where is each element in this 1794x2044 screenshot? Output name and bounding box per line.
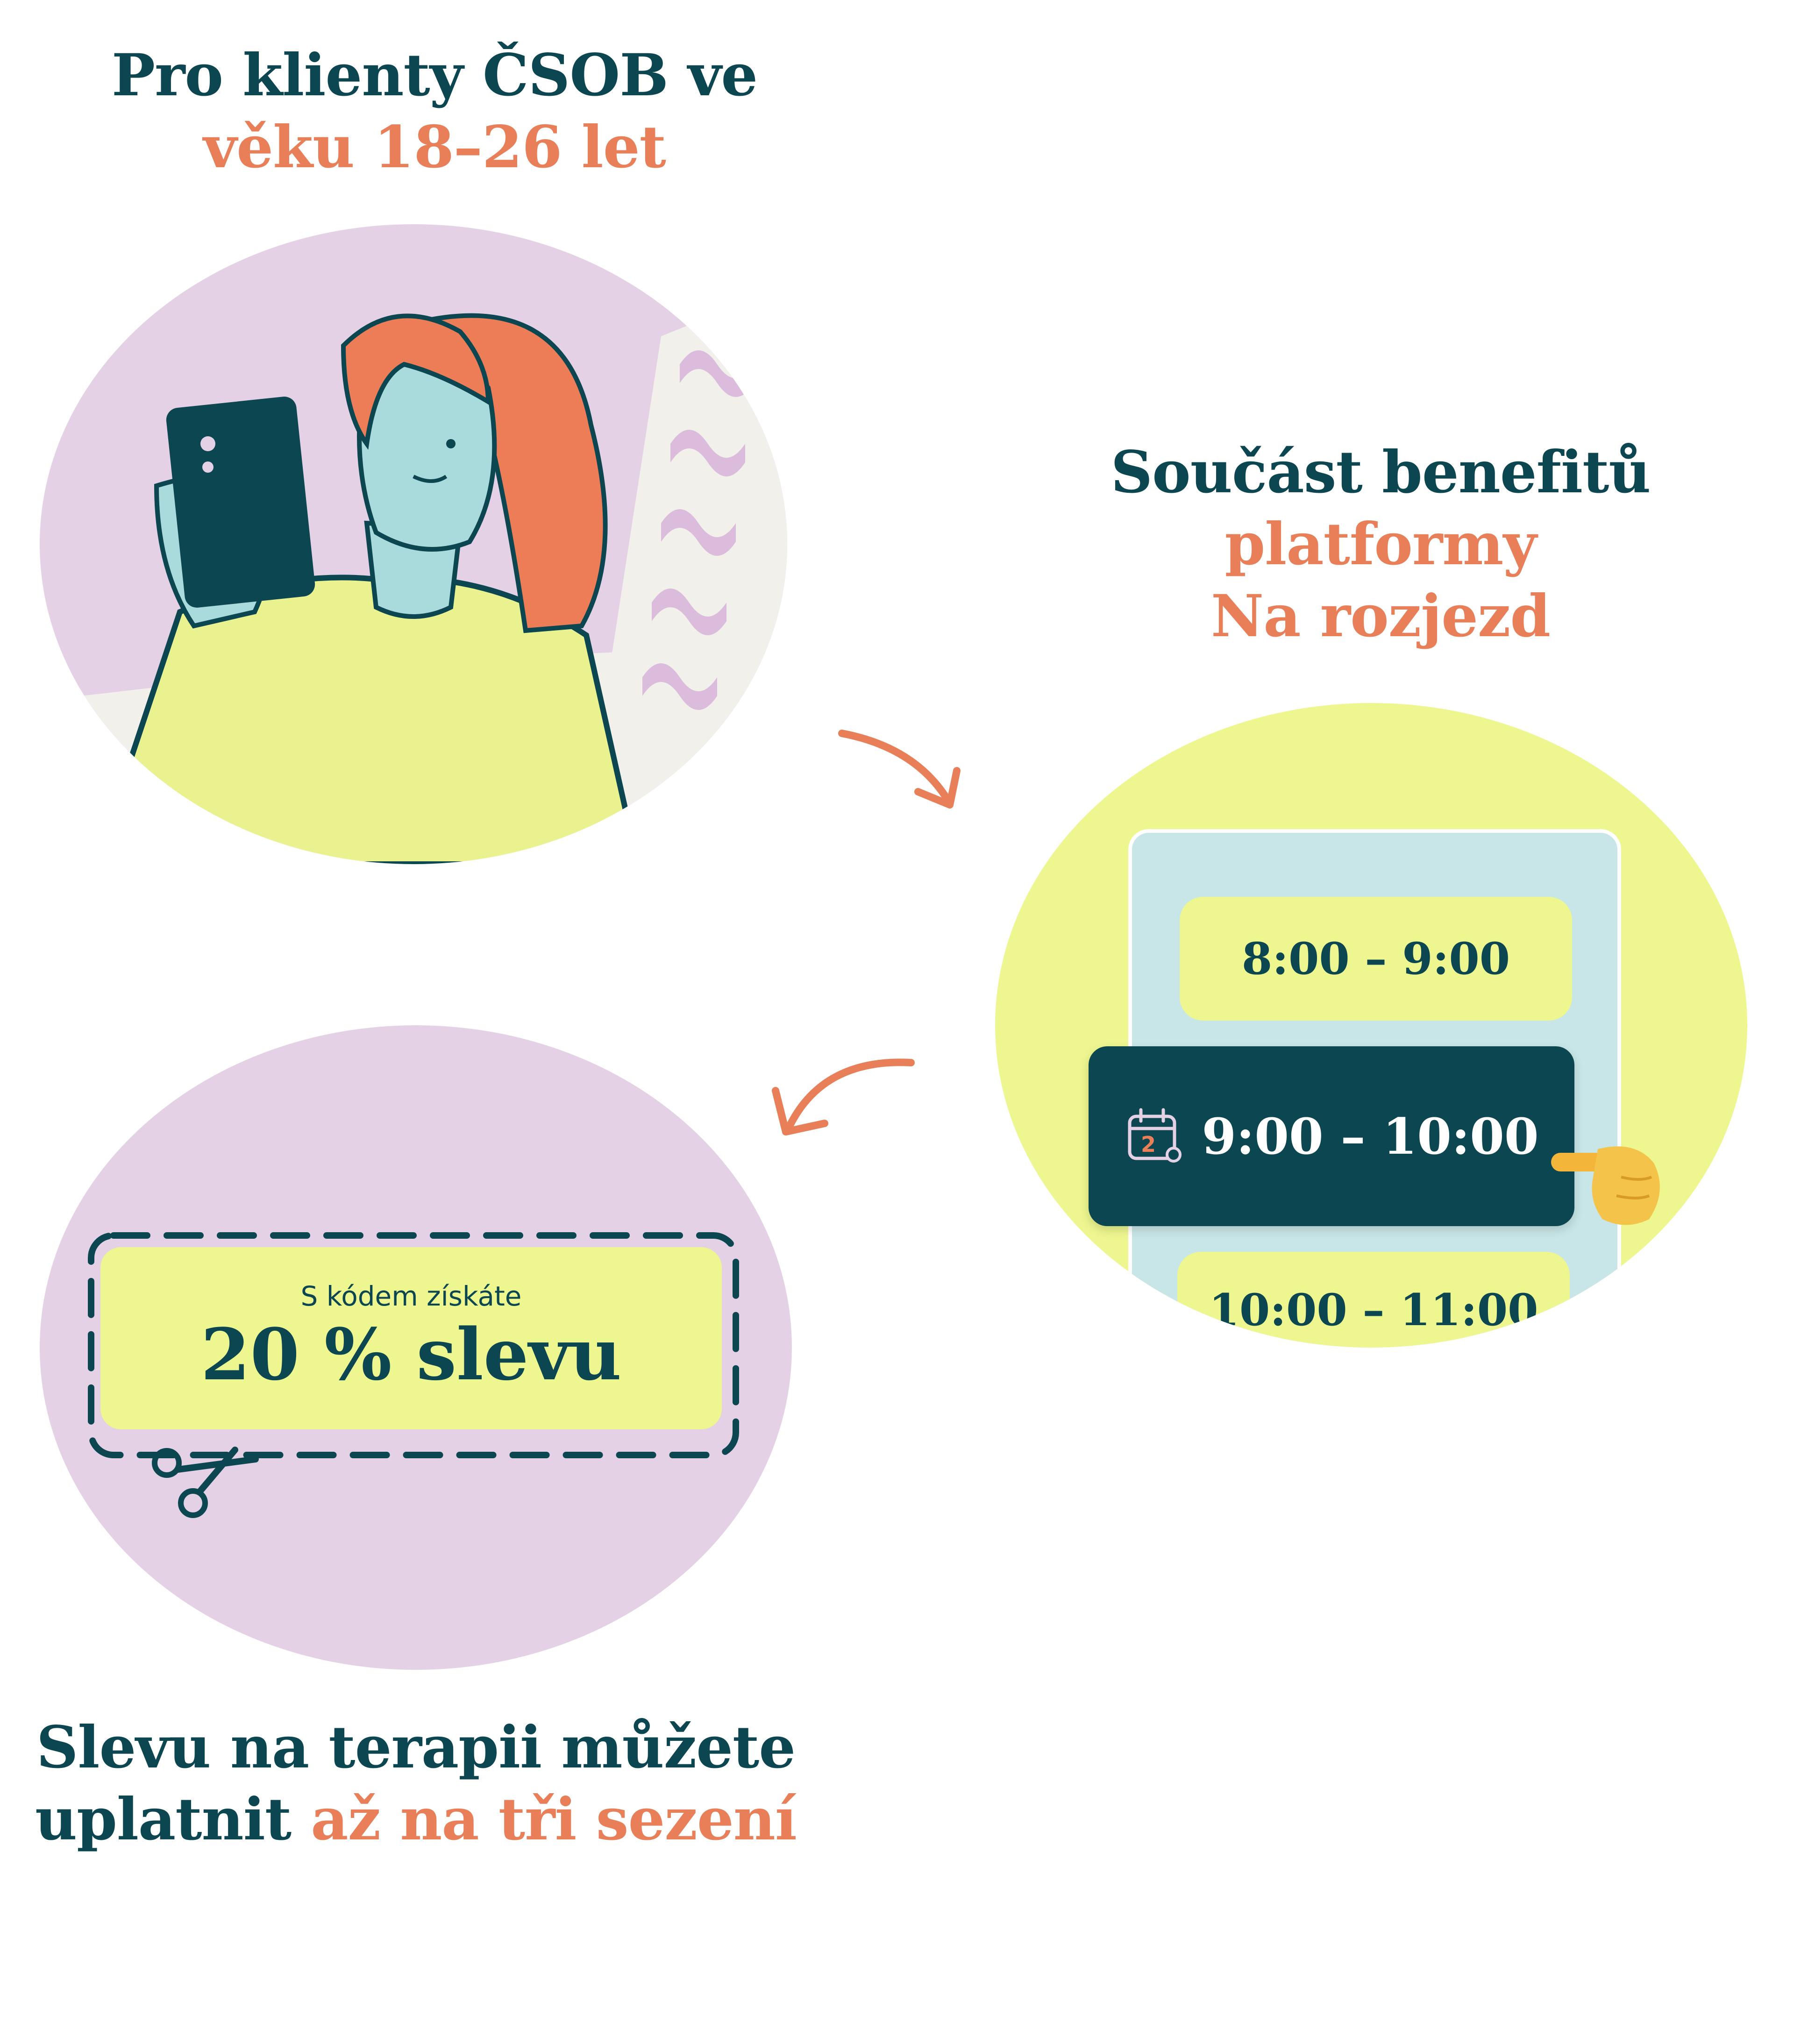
illustration-woman-with-phone: [40, 224, 787, 864]
time-slot-3-label: 10:00 – 11:00: [1209, 1285, 1538, 1336]
coupon-cut-line: [88, 1232, 739, 1458]
arrow-right-down-icon: [838, 730, 961, 809]
heading-benefits-line3: Na rozjezd: [1210, 582, 1551, 650]
coupon-caption: S kódem získáte: [300, 1280, 522, 1312]
heading-csob-line1: Pro klienty ČSOB ve: [111, 42, 758, 109]
scissors-icon: [152, 1447, 259, 1518]
heading-three-sessions: Slevu na terapii můžete uplatnit až na t…: [19, 1712, 813, 1856]
coupon-value: 20 % slevu: [200, 1313, 622, 1396]
heading-csob-clients: Pro klienty ČSOB ve věku 18–26 let: [56, 40, 813, 184]
time-slot-2-selected[interactable]: 2 9:00 – 10:00: [1089, 1046, 1574, 1226]
arrow-left-down-icon: [772, 1058, 915, 1136]
heading-benefits: Součást benefitů platformy Na rozjezd: [1065, 437, 1696, 653]
illustration-booking: 8:00 – 9:00 2 9:00 – 10:00 10:00 – 11:00: [995, 703, 1747, 1348]
heading-sessions-line2b: až na tři sezení: [311, 1786, 797, 1853]
heading-csob-line2: věku 18–26 let: [203, 114, 666, 181]
time-slot-2-label: 9:00 – 10:00: [1202, 1107, 1539, 1165]
pointing-hand-icon: [1551, 1146, 1660, 1225]
woman-illustration-svg: [40, 285, 787, 864]
heading-benefits-line2: platformy: [1224, 511, 1537, 578]
coupon-card: S kódem získáte 20 % slevu: [100, 1247, 722, 1429]
calendar-icon: 2: [1128, 1108, 1182, 1163]
svg-text:2: 2: [1141, 1132, 1156, 1157]
time-slot-3[interactable]: 10:00 – 11:00: [1177, 1252, 1570, 1348]
heading-benefits-line1: Součást benefitů: [1111, 439, 1651, 506]
heading-sessions-line2a: uplatnit: [35, 1786, 311, 1853]
time-slot-1-label: 8:00 – 9:00: [1241, 933, 1510, 985]
heading-sessions-line1: Slevu na terapii můžete: [36, 1714, 796, 1781]
illustration-coupon: S kódem získáte 20 % slevu: [40, 1025, 792, 1670]
time-slot-1[interactable]: 8:00 – 9:00: [1180, 897, 1572, 1021]
